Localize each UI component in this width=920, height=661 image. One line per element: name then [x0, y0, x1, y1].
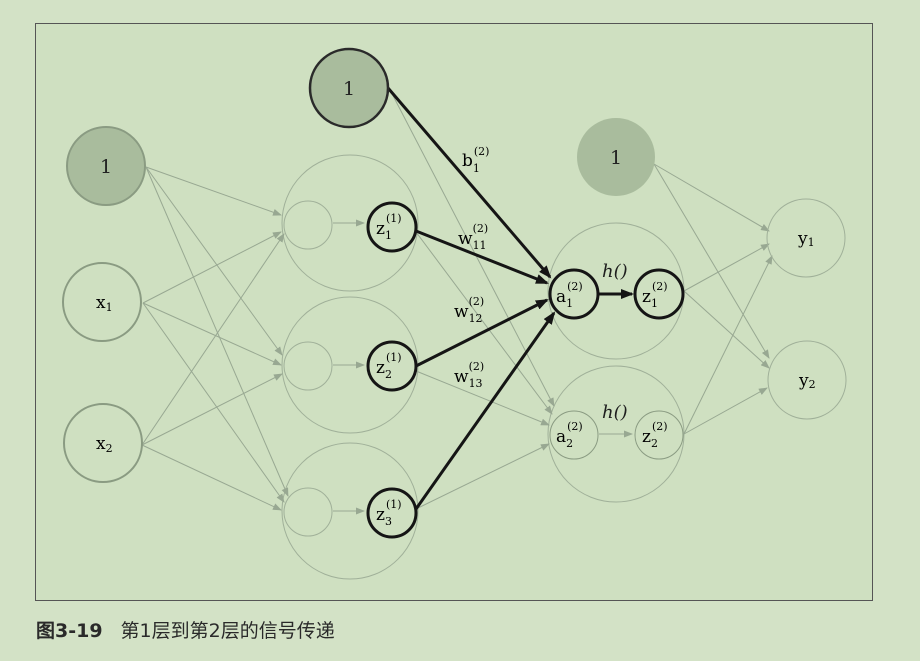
x2-base: x [96, 434, 106, 454]
neuron-group-1 [281, 154, 419, 292]
faint-edges [141, 85, 773, 515]
weight-label-w13: w13(2) [454, 360, 484, 390]
network-diagram: 1 1 1 x1 x2 z1(1) z2(1) z3(1) a1(2) [62, 47, 847, 580]
node-z1-2: z1(2) [633, 268, 685, 320]
svg-text:z2(2): z2(2) [642, 420, 668, 450]
x2-sub: 2 [106, 442, 113, 455]
figure-caption: 图3-19 第1层到第2层的信号传递 [36, 616, 335, 643]
layer1-a1-circle [283, 200, 333, 250]
x1-sub: 1 [106, 301, 113, 314]
activation-label-h2: h() [602, 402, 628, 423]
output-node-y1: y1 [766, 198, 846, 278]
layer1-a3-circle [283, 487, 333, 537]
activation-label-h1: h() [602, 261, 628, 282]
svg-text:a2(2): a2(2) [556, 420, 583, 450]
input-node-x2: x2 [63, 403, 143, 483]
bias-input-label: 1 [100, 156, 112, 178]
svg-text:x1: x1 [96, 293, 113, 314]
bias-node-layer2: 1 [577, 118, 655, 196]
bias-node-layer1: 1 [308, 47, 390, 129]
bias-layer1-label: 1 [343, 78, 355, 100]
bias-node-input: 1 [66, 126, 146, 206]
svg-text:z2(1): z2(1) [376, 351, 402, 381]
figure-title: 第1层到第2层的信号传递 [120, 620, 335, 642]
x1-base: x [96, 293, 106, 313]
output-node-y2: y2 [767, 340, 847, 420]
node-a2-2: a2(2) [549, 410, 599, 460]
svg-text:z1(1): z1(1) [376, 212, 402, 242]
neuron-group-3 [281, 442, 419, 580]
svg-text:y2: y2 [798, 371, 816, 391]
weight-label-w12: w12(2) [454, 295, 484, 325]
svg-text:x2: x2 [96, 434, 113, 455]
highlighted-edges [386, 87, 634, 510]
node-z1-1: z1(1) [366, 201, 418, 253]
input-node-x1: x1 [62, 262, 142, 342]
svg-text:a1(2): a1(2) [556, 280, 583, 310]
svg-text:z1(2): z1(2) [642, 280, 668, 310]
weight-label-w11: w11(2) [458, 222, 488, 252]
node-z2-2: z2(2) [634, 410, 684, 460]
svg-text:y1: y1 [797, 229, 815, 249]
node-a1-2: a1(2) [548, 268, 600, 320]
layer1-a2-circle [283, 341, 333, 391]
svg-text:z3(1): z3(1) [376, 498, 402, 528]
node-z2-1: z2(1) [366, 340, 418, 392]
layer1-inner-circles [283, 200, 333, 537]
figure-panel: 1 1 1 x1 x2 z1(1) z2(1) z3(1) a1(2) [35, 23, 873, 601]
node-z3-1: z3(1) [366, 487, 418, 539]
weight-label-b1: b1(2) [462, 145, 489, 175]
figure-number: 图3-19 [36, 620, 103, 642]
bias-layer2-label: 1 [610, 147, 622, 169]
